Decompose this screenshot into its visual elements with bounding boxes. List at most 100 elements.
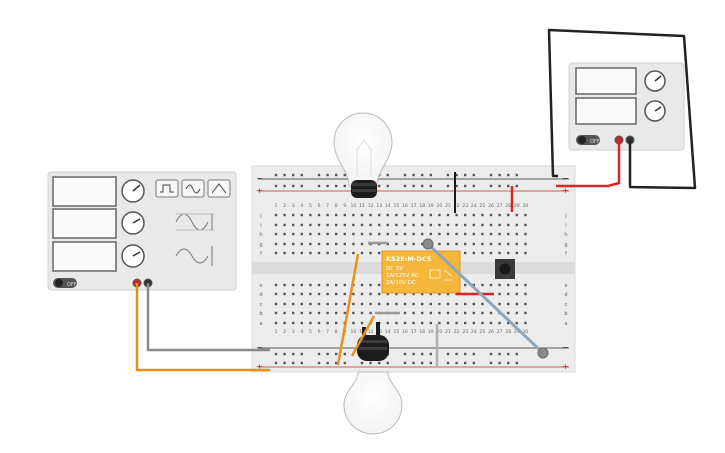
breadboard-hole[interactable]: [274, 292, 278, 296]
breadboard-hole[interactable]: [369, 283, 372, 287]
breadboard-hole[interactable]: [446, 213, 450, 217]
black-wire-power[interactable]: [547, 28, 697, 190]
breadboard-hole[interactable]: [369, 311, 372, 315]
breadboard-hole[interactable]: [309, 292, 312, 296]
breadboard-hole[interactable]: [455, 311, 458, 315]
breadboard-hole[interactable]: [300, 311, 303, 315]
breadboard-hole[interactable]: [446, 242, 450, 246]
breadboard-hole[interactable]: [515, 173, 518, 177]
breadboard-hole[interactable]: [464, 184, 467, 188]
breadboard-hole[interactable]: [515, 352, 518, 356]
breadboard-hole[interactable]: [326, 223, 329, 227]
breadboard-hole[interactable]: [403, 242, 407, 246]
breadboard-hole[interactable]: [421, 311, 424, 315]
breadboard-hole[interactable]: [455, 302, 458, 306]
breadboard-hole[interactable]: [507, 184, 510, 188]
breadboard-hole[interactable]: [386, 292, 389, 296]
breadboard-hole[interactable]: [352, 292, 355, 296]
breadboard-hole[interactable]: [446, 292, 450, 296]
breadboard-hole[interactable]: [446, 352, 450, 356]
breadboard-hole[interactable]: [317, 292, 321, 296]
breadboard-hole[interactable]: [335, 311, 338, 315]
breadboard-hole[interactable]: [300, 321, 303, 325]
breadboard-hole[interactable]: [455, 361, 458, 365]
breadboard-hole[interactable]: [335, 361, 338, 365]
breadboard-hole[interactable]: [378, 232, 381, 236]
breadboard-hole[interactable]: [274, 232, 278, 236]
breadboard-hole[interactable]: [515, 361, 518, 365]
breadboard-hole[interactable]: [343, 302, 346, 306]
breadboard-hole[interactable]: [274, 283, 278, 287]
breadboard-hole[interactable]: [378, 302, 381, 306]
breadboard-hole[interactable]: [412, 173, 415, 177]
breadboard-hole[interactable]: [395, 292, 398, 296]
breadboard-hole[interactable]: [464, 302, 467, 306]
breadboard-hole[interactable]: [429, 223, 432, 227]
breadboard-hole[interactable]: [283, 292, 286, 296]
breadboard-hole[interactable]: [274, 321, 278, 325]
square-wave-button[interactable]: [155, 179, 179, 198]
breadboard-hole[interactable]: [300, 184, 303, 188]
breadboard-hole[interactable]: [524, 223, 527, 227]
breadboard-hole[interactable]: [283, 302, 286, 306]
breadboard-hole[interactable]: [507, 292, 510, 296]
breadboard-hole[interactable]: [352, 213, 355, 217]
orange-wire-signal[interactable]: [135, 283, 270, 372]
breadboard-hole[interactable]: [481, 283, 484, 287]
breadboard-hole[interactable]: [360, 251, 364, 255]
breadboard-hole[interactable]: [455, 213, 458, 217]
breadboard-hole[interactable]: [335, 321, 338, 325]
breadboard-hole[interactable]: [283, 321, 286, 325]
breadboard-hole[interactable]: [352, 311, 355, 315]
breadboard-hole[interactable]: [352, 232, 355, 236]
breadboard-hole[interactable]: [472, 251, 475, 255]
breadboard-hole[interactable]: [395, 223, 398, 227]
breadboard-hole[interactable]: [515, 184, 518, 188]
breadboard-hole[interactable]: [507, 223, 510, 227]
dc-power-supply[interactable]: OFF: [568, 62, 685, 151]
breadboard-hole[interactable]: [421, 321, 424, 325]
breadboard-hole[interactable]: [464, 283, 467, 287]
breadboard-hole[interactable]: [352, 223, 355, 227]
breadboard-hole[interactable]: [317, 361, 321, 365]
breadboard-hole[interactable]: [343, 173, 346, 177]
breadboard-hole[interactable]: [274, 213, 278, 217]
breadboard-hole[interactable]: [283, 173, 286, 177]
breadboard-hole[interactable]: [335, 283, 338, 287]
breadboard-hole[interactable]: [300, 251, 303, 255]
breadboard-hole[interactable]: [524, 302, 527, 306]
breadboard-hole[interactable]: [283, 311, 286, 315]
breadboard-hole[interactable]: [438, 321, 441, 325]
breadboard-hole[interactable]: [326, 173, 329, 177]
breadboard-hole[interactable]: [498, 352, 501, 356]
breadboard-hole[interactable]: [292, 232, 295, 236]
breadboard-hole[interactable]: [481, 251, 484, 255]
breadboard-hole[interactable]: [283, 242, 286, 246]
breadboard-hole[interactable]: [326, 251, 329, 255]
breadboard-hole[interactable]: [317, 173, 321, 177]
breadboard-hole[interactable]: [472, 321, 475, 325]
breadboard-hole[interactable]: [438, 223, 441, 227]
breadboard-hole[interactable]: [403, 311, 407, 315]
breadboard-hole[interactable]: [317, 311, 321, 315]
steel-jumper-wire[interactable]: [426, 242, 545, 355]
breadboard-hole[interactable]: [292, 311, 295, 315]
breadboard-hole[interactable]: [360, 321, 364, 325]
breadboard-hole[interactable]: [403, 321, 407, 325]
breadboard-hole[interactable]: [378, 213, 381, 217]
breadboard-hole[interactable]: [395, 302, 398, 306]
breadboard-hole[interactable]: [498, 292, 501, 296]
breadboard-hole[interactable]: [455, 232, 458, 236]
breadboard-hole[interactable]: [274, 302, 278, 306]
breadboard-hole[interactable]: [507, 302, 510, 306]
breadboard-hole[interactable]: [335, 292, 338, 296]
pushbutton[interactable]: [495, 259, 515, 279]
breadboard-hole[interactable]: [326, 213, 329, 217]
breadboard-hole[interactable]: [352, 321, 355, 325]
breadboard-hole[interactable]: [515, 302, 518, 306]
breadboard-hole[interactable]: [446, 302, 450, 306]
breadboard-hole[interactable]: [292, 251, 295, 255]
breadboard-hole[interactable]: [464, 242, 467, 246]
breadboard-hole[interactable]: [326, 311, 329, 315]
